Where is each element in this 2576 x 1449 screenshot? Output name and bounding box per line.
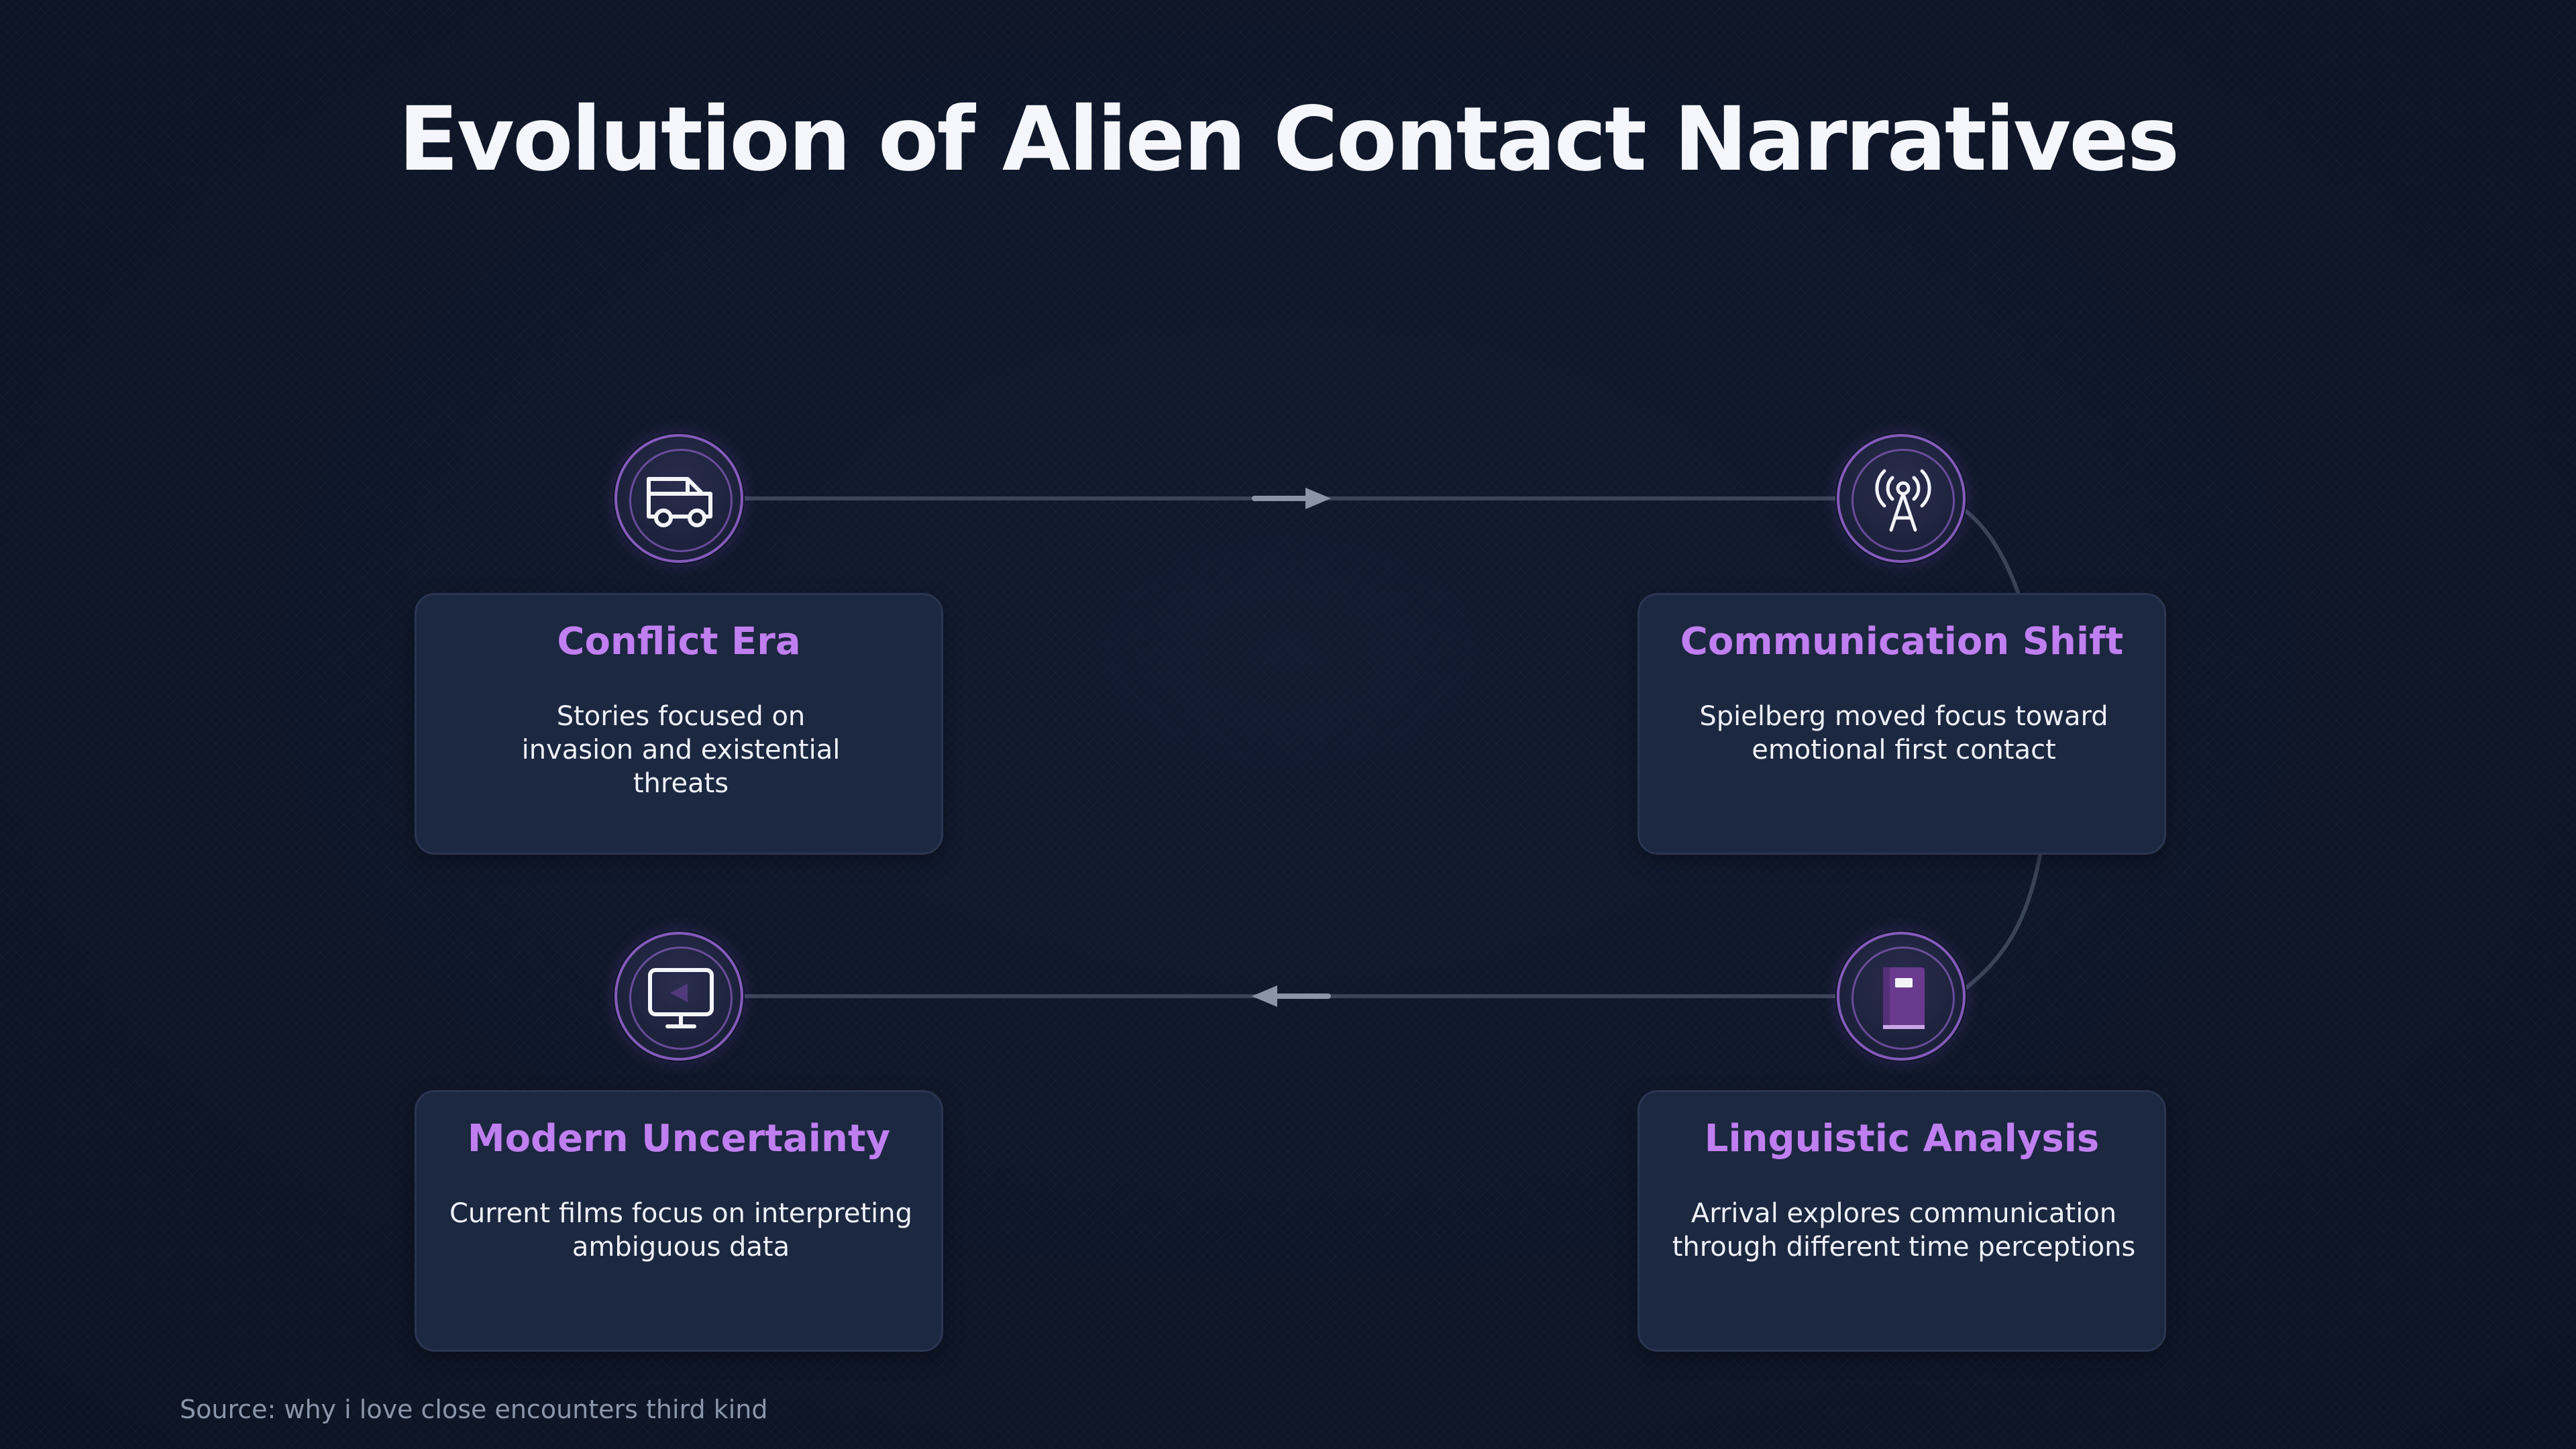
antenna-icon: [1875, 469, 1931, 532]
van-icon: [647, 477, 712, 527]
node-modern-uncertainty: [614, 932, 743, 1061]
arrow-left: [1252, 985, 1331, 1007]
card-title: Linguistic Analysis: [1704, 1117, 2100, 1161]
card-title: Communication Shift: [1680, 620, 2124, 663]
card-linguistic-analysis: Linguistic Analysis Arrival explores com…: [1638, 1090, 2166, 1352]
card-modern-uncertainty: Modern Uncertainty Current films focus o…: [415, 1090, 943, 1352]
arrow-right: [1252, 488, 1331, 509]
node-conflict-era: [614, 434, 743, 563]
page-title: Evolution of Alien Contact Narratives: [398, 88, 2180, 191]
monitor-icon: [648, 968, 714, 1028]
source-caption: Source: why i love close encounters thir…: [180, 1395, 768, 1424]
card-conflict-era: Conflict Era Stories focused on invasion…: [415, 593, 943, 855]
node-communication-shift: [1837, 434, 1966, 563]
card-description: Stories focused on invasion and existent…: [521, 701, 841, 799]
card-description: Arrival explores communication through d…: [1672, 1198, 2136, 1263]
card-description: Spielberg moved focus toward emotional f…: [1699, 701, 2108, 765]
node-linguistic-analysis: [1837, 932, 1966, 1061]
card-title: Conflict Era: [557, 620, 801, 663]
card-title: Modern Uncertainty: [467, 1117, 891, 1161]
card-communication-shift: Communication Shift Spielberg moved focu…: [1638, 593, 2166, 855]
card-description: Current films focus on interpreting ambi…: [449, 1198, 913, 1263]
book-icon: [1883, 967, 1925, 1029]
